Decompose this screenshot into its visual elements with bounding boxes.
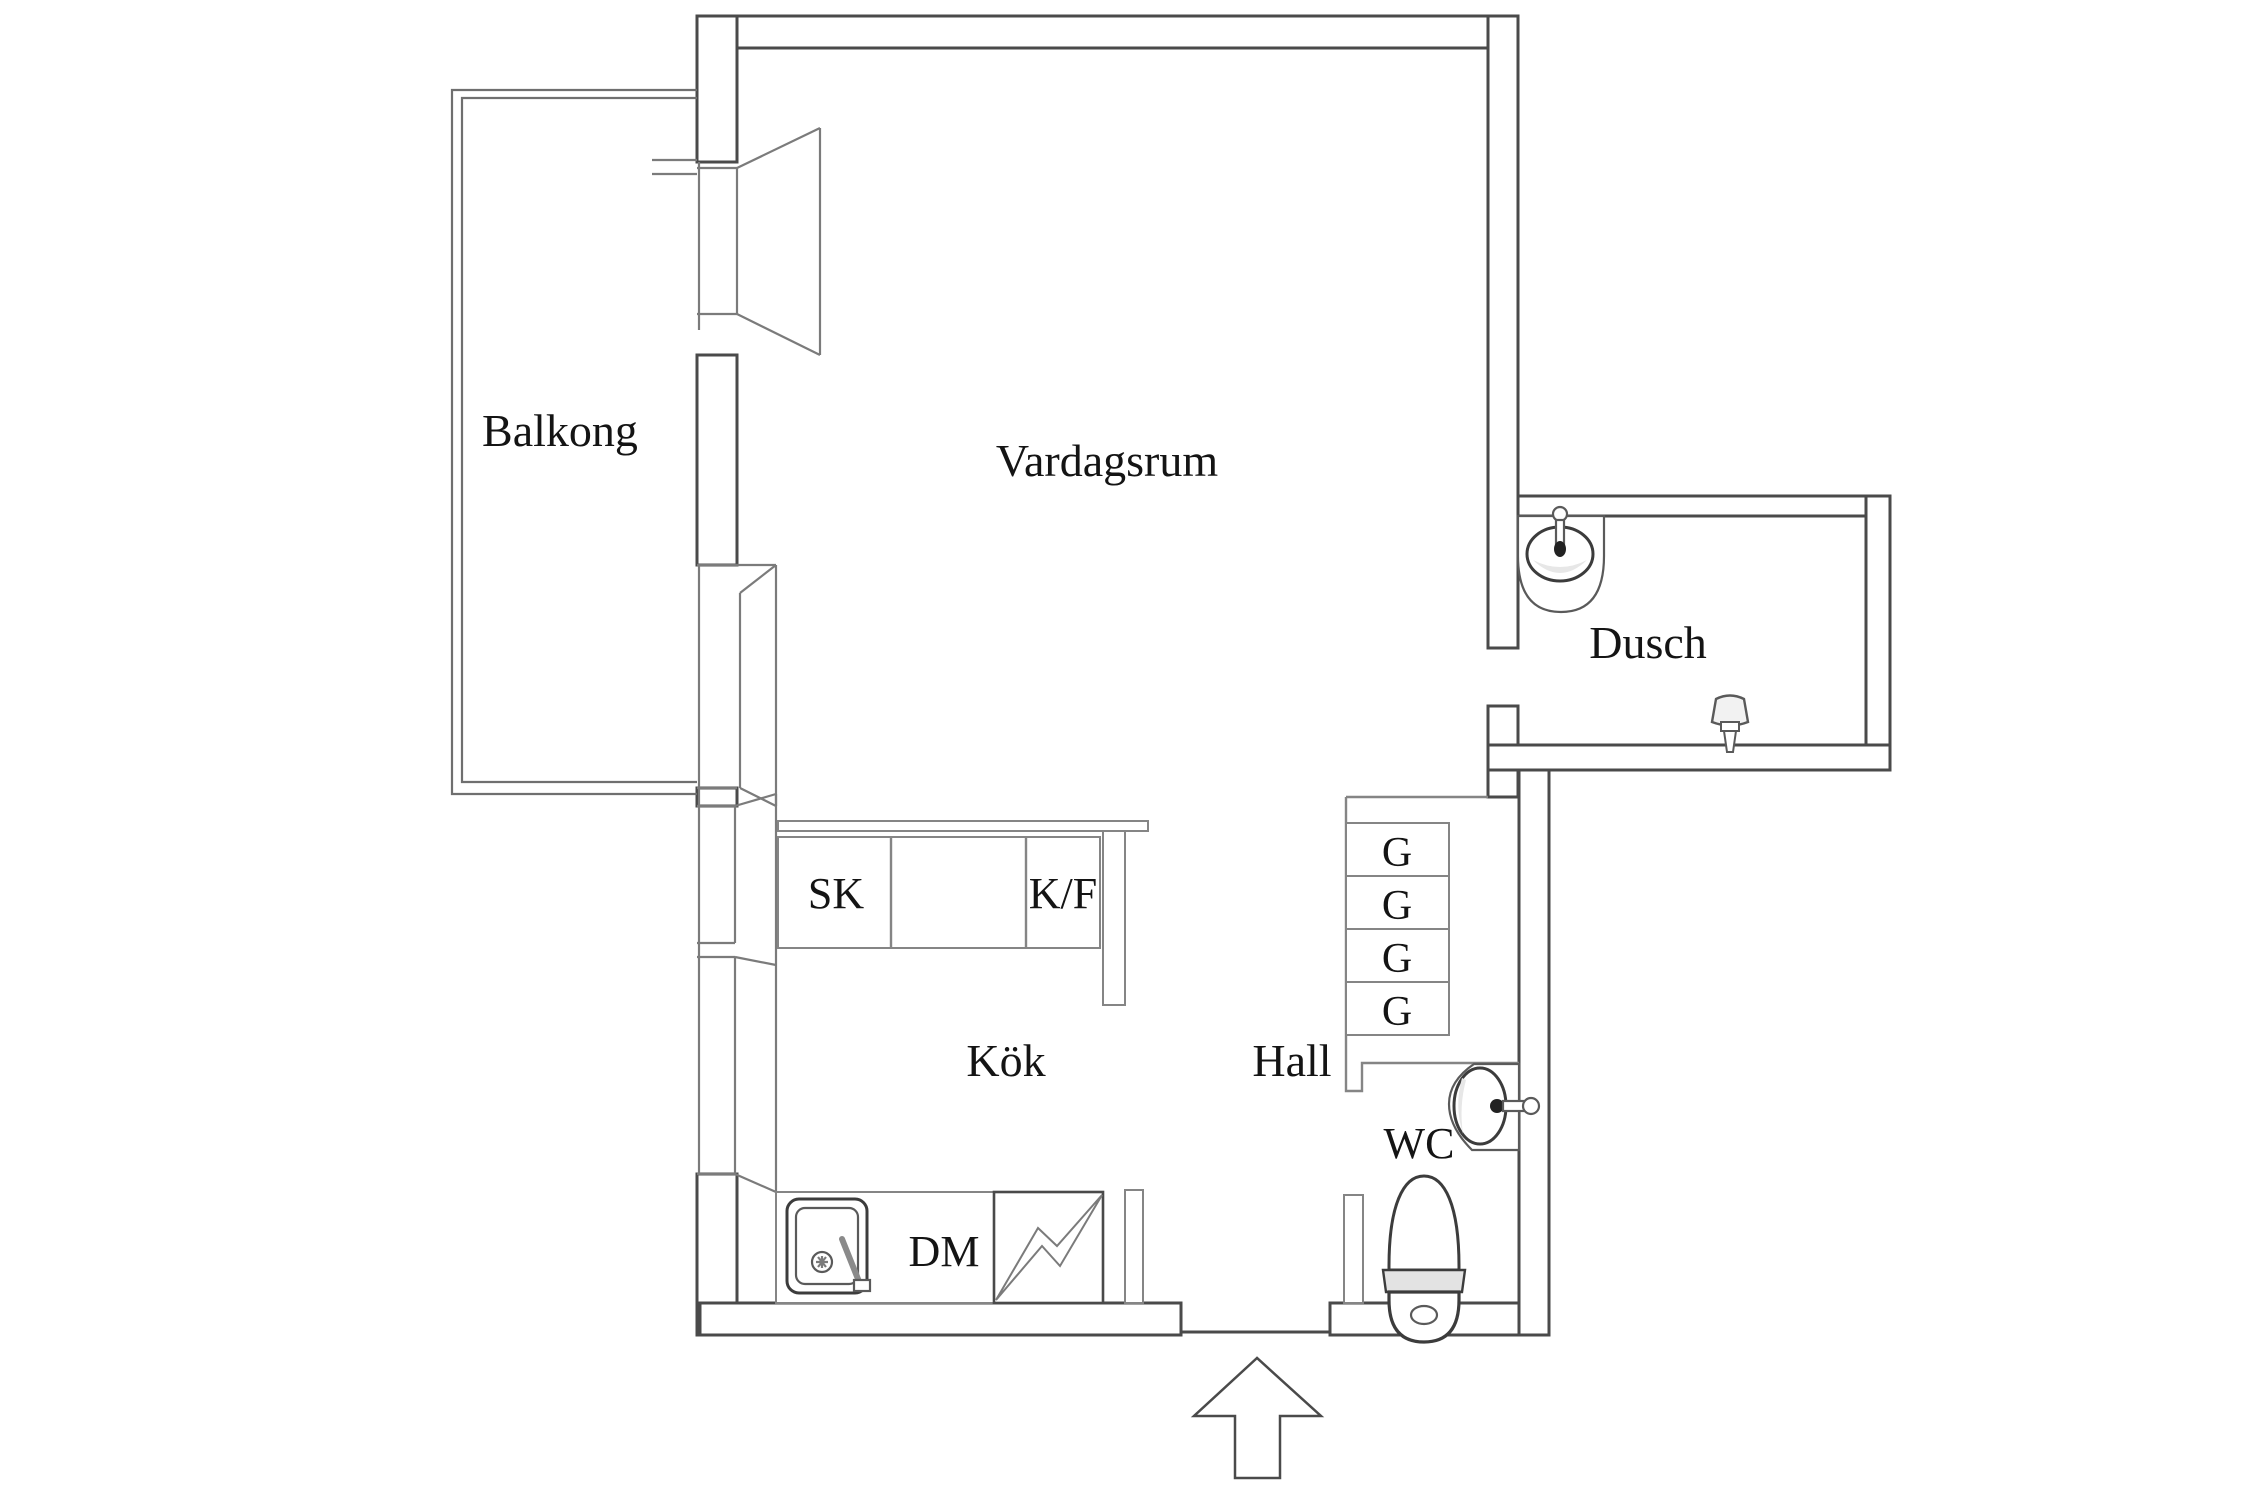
west-windows	[652, 127, 822, 1194]
wardrobe-box-1	[1345, 822, 1450, 877]
balcony-inner-line	[460, 96, 697, 784]
shower-head-icon	[1710, 694, 1750, 753]
wall-bottom-left	[698, 1301, 1183, 1337]
kitchen-window	[697, 792, 778, 1194]
wc-room	[1381, 1062, 1541, 1344]
interior-walls	[777, 795, 1519, 1304]
room-label-balcony: Balkong	[482, 405, 638, 456]
balcony-outline	[450, 88, 697, 796]
kitchen-upper-counter: SK K/F	[777, 836, 1101, 949]
wardrobe-units: G G G G	[1345, 822, 1450, 1036]
stove-zigzag-icon	[992, 1190, 1105, 1305]
kitchen-lower-counter: DM	[775, 1190, 1105, 1305]
wardrobe-label-3: G	[1382, 936, 1412, 982]
room-label-kitchen: Kök	[966, 1035, 1045, 1086]
kitchen-north-wall	[777, 820, 1149, 832]
wc-door-jamb	[1343, 1194, 1364, 1304]
wall-east-upper-a	[1486, 14, 1520, 650]
kitchen-hall-divider-lower	[1124, 1189, 1144, 1304]
balcony-door-symbol	[652, 127, 822, 356]
room-label-hall: Hall	[1252, 1035, 1331, 1086]
wall-west-segment-2	[695, 353, 739, 567]
toilet-icon	[1381, 1174, 1467, 1344]
wall-east-lower	[1517, 743, 1551, 1337]
room-labels: Balkong Vardagsrum Dusch Kök Hall WC	[482, 405, 1707, 1168]
kitchen-sink-icon	[785, 1197, 872, 1295]
wardrobe-label-4: G	[1382, 989, 1412, 1035]
washbasin-icon	[1516, 505, 1606, 614]
washbasin-icon	[1447, 1062, 1541, 1152]
wall-top	[698, 14, 1520, 50]
entrance-arrow-icon	[1190, 1356, 1325, 1480]
wall-shower-east	[1864, 494, 1892, 772]
balcony-outer-line	[450, 88, 697, 796]
wardrobe-label-1: G	[1382, 830, 1412, 876]
wall-west-segment-1	[695, 14, 739, 164]
wardrobe-box-3	[1345, 928, 1450, 983]
kitchen-hall-divider-upper	[1102, 830, 1126, 1006]
fridge-freezer-label: K/F	[1029, 869, 1097, 918]
room-label-wc: WC	[1384, 1119, 1455, 1168]
exterior-walls	[695, 14, 1892, 1337]
room-label-living-room: Vardagsrum	[996, 435, 1218, 486]
dishwasher-label: DM	[909, 1227, 980, 1276]
wardrobe-box-2	[1345, 875, 1450, 930]
counter-outline	[777, 836, 1101, 949]
tall-cabinet-label: SK	[808, 869, 864, 918]
shower-room	[1516, 505, 1750, 753]
wardrobe-label-2: G	[1382, 883, 1412, 929]
living-room-window	[697, 563, 778, 807]
wall-shower-north	[1516, 494, 1892, 518]
room-label-shower: Dusch	[1589, 617, 1707, 668]
wardrobe-box-4	[1345, 981, 1450, 1036]
wall-west-segment-3	[695, 786, 739, 808]
wall-shower-south	[1486, 743, 1892, 772]
